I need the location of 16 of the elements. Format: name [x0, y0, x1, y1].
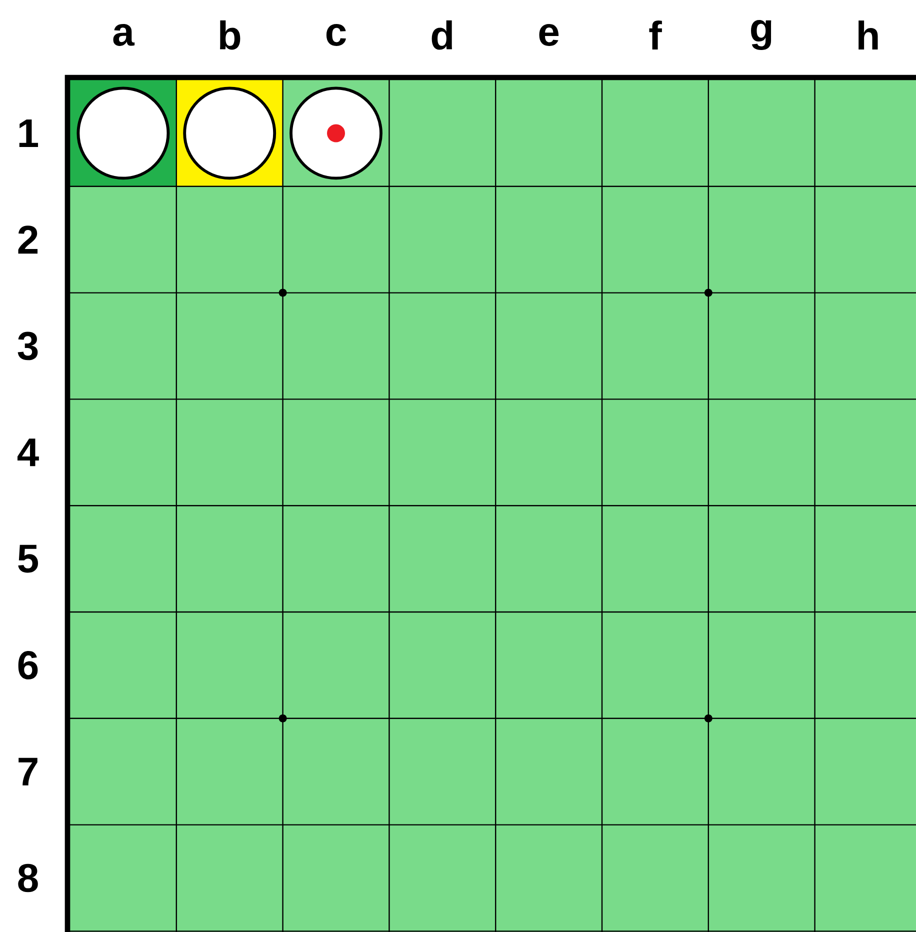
column-label: h — [858, 20, 878, 50]
column-label: a — [113, 24, 135, 46]
row-label: 1 — [19, 119, 38, 147]
column-label: b — [220, 20, 240, 50]
row-label: 8 — [18, 864, 38, 892]
column-label: f — [649, 20, 662, 50]
row-label: 7 — [18, 758, 38, 786]
row-label: 6 — [18, 651, 38, 680]
column-label: e — [539, 24, 559, 46]
row-label: 3 — [18, 332, 38, 360]
column-label: d — [432, 20, 452, 50]
row-label: 4 — [17, 438, 39, 466]
row-label: 5 — [18, 544, 38, 573]
column-label: c — [326, 24, 346, 46]
column-label: g — [751, 20, 772, 50]
row-label: 2 — [18, 226, 38, 254]
